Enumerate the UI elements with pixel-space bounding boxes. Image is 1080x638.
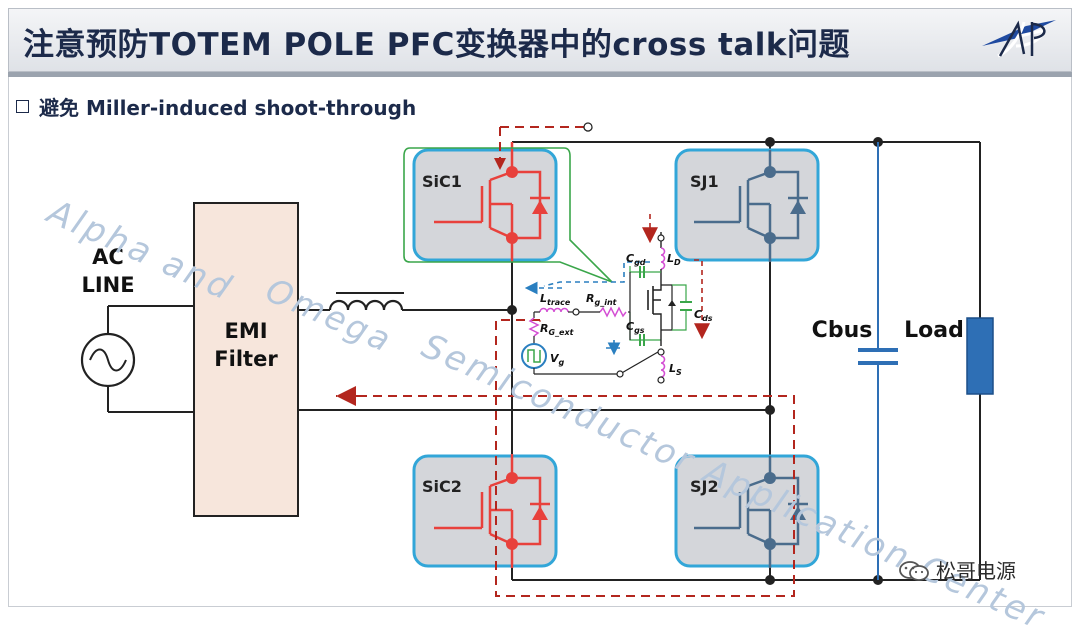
ac-source bbox=[80, 305, 196, 413]
ls-label: LS bbox=[669, 362, 682, 377]
section-bullet: 避免 Miller-induced shoot-through bbox=[16, 92, 416, 121]
cgd-label: Cgd bbox=[626, 252, 646, 267]
wechat-account-name: 松哥电源 bbox=[936, 559, 1016, 583]
ac-line-label: AC bbox=[92, 245, 124, 269]
wechat-badge[interactable]: 松哥电源 bbox=[898, 555, 1016, 584]
emi-filter-label: EMI bbox=[224, 319, 267, 343]
cgs-label: Cgs bbox=[626, 320, 645, 335]
bullet-box-icon bbox=[16, 100, 29, 113]
load-label: Load bbox=[904, 318, 964, 343]
frame-border-right bbox=[1071, 77, 1072, 607]
logo-icon bbox=[982, 20, 1056, 58]
bullet-text: 避免 Miller-induced shoot-through bbox=[39, 96, 417, 120]
title-underline bbox=[8, 72, 1072, 77]
frame-border-left bbox=[8, 77, 9, 607]
wechat-icon bbox=[899, 561, 929, 581]
vg-label: Vg bbox=[550, 352, 565, 367]
emi-filter-box bbox=[193, 202, 299, 517]
mosfet-parasitic-inset bbox=[521, 214, 710, 384]
circuit-diagram: AC LINE EMI Filter Cbus Load SiC1 bbox=[80, 122, 994, 597]
frame-border-bottom bbox=[8, 606, 1072, 607]
ld-label: LD bbox=[667, 252, 681, 267]
sj2-label: SJ2 bbox=[690, 477, 719, 496]
emi-filter-label-2: Filter bbox=[214, 347, 278, 371]
cbus-label: Cbus bbox=[812, 318, 873, 343]
load-resistor bbox=[966, 317, 994, 395]
boost-inductor bbox=[328, 299, 404, 311]
cds-label: Cds bbox=[694, 308, 713, 323]
sic1-label: SiC1 bbox=[422, 172, 462, 191]
title-bar: 注意预防TOTEM POLE PFC变换器中的cross talk问题 bbox=[8, 8, 1072, 72]
sic2-label: SiC2 bbox=[422, 477, 462, 496]
ac-line-label-2: LINE bbox=[81, 273, 134, 297]
ltrace-label: Ltrace bbox=[540, 292, 571, 307]
sj1-label: SJ1 bbox=[690, 172, 719, 191]
sj2-device bbox=[674, 454, 820, 568]
callout-outline bbox=[403, 147, 613, 283]
rgint-label: Rg_int bbox=[586, 292, 618, 307]
sj1-device bbox=[674, 148, 820, 262]
rgext-label: RG_ext bbox=[540, 322, 575, 337]
page-title: 注意预防TOTEM POLE PFC变换器中的cross talk问题 bbox=[23, 27, 851, 63]
sic2-device bbox=[412, 454, 558, 568]
sic1-device bbox=[412, 142, 558, 262]
